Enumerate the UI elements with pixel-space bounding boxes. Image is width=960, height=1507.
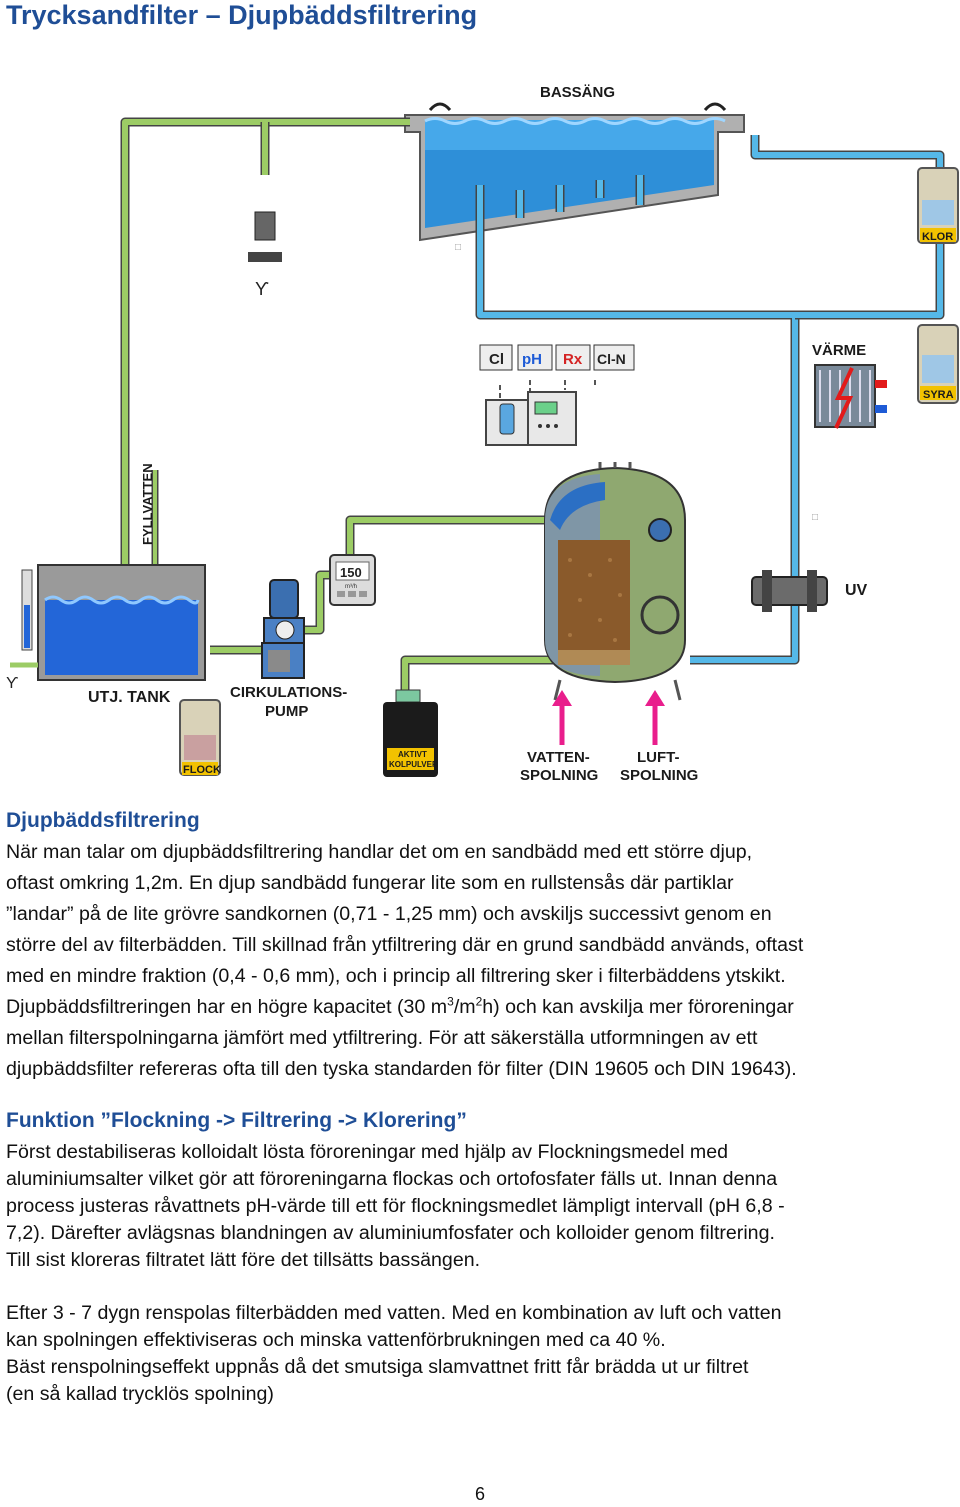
drain-valve: ϒ bbox=[248, 211, 282, 299]
backwash-inlets: VATTEN- SPOLNING LUFT- SPOLNING bbox=[520, 690, 698, 784]
water-flush-label-line2: SPOLNING bbox=[520, 767, 598, 784]
chlorine-container: KLOR bbox=[917, 167, 959, 244]
heat-exchanger: VÄRME bbox=[812, 342, 887, 429]
carbon-label-line1: AKTIVT bbox=[398, 750, 427, 759]
uv-unit: UV □ bbox=[751, 512, 868, 612]
text-line: När man talar om djupbäddsfiltrering han… bbox=[6, 841, 753, 863]
capacity-line: Djupbäddsfiltreringen har en högre kapac… bbox=[6, 994, 794, 1018]
sensor-rx-label: Rx bbox=[563, 351, 583, 368]
text-line: oftast omkring 1,2m. En djup sandbädd fu… bbox=[6, 872, 734, 894]
section2-paragraph-backwash: Efter 3 - 7 dygn renspolas filterbädden … bbox=[6, 1300, 958, 1408]
heat-label: VÄRME bbox=[812, 342, 866, 359]
pool: BASSÄNG □ bbox=[404, 84, 745, 253]
text-line: Till sist kloreras filtratet lätt före d… bbox=[6, 1249, 481, 1271]
water-treatment-controller: Cl pH Rx Cl-N bbox=[479, 344, 635, 446]
text-line: djupbäddsfilter refereras ofta till den … bbox=[6, 1058, 797, 1080]
activated-carbon-container: AKTIVT KOLPULVER bbox=[383, 689, 438, 777]
text-line: 7,2). Därefter avlägsnas blandningen av … bbox=[6, 1222, 775, 1244]
text-line: aluminiumsalter vilket gör att förorenin… bbox=[6, 1168, 778, 1190]
text-line: Bäst renspolningseffekt uppnås då det sm… bbox=[6, 1356, 749, 1378]
svg-text:ϒ: ϒ bbox=[255, 279, 269, 299]
flow-meter: 150 m³/h bbox=[329, 554, 376, 606]
text-line: ”landar” på de lite grövre sandkornen (0… bbox=[6, 903, 772, 925]
make-up-water-label: FYLLVATTEN bbox=[140, 463, 155, 545]
page-number: 6 bbox=[474, 1484, 485, 1504]
pipes bbox=[120, 117, 945, 690]
pool-label: BASSÄNG bbox=[540, 84, 615, 101]
balance-tank: ϒ UTJ. TANK FYLLVATTEN bbox=[6, 463, 206, 706]
text-line: (en så kallad trycklös spolning) bbox=[6, 1383, 274, 1405]
text-line: mellan filterspolningarna jämfört med yt… bbox=[6, 1027, 758, 1049]
flock-container: FLOCK bbox=[179, 699, 221, 776]
section-heading-function: Funktion ”Flockning -> Filtrering -> Klo… bbox=[6, 1109, 467, 1132]
chlorine-label: KLOR bbox=[922, 231, 953, 243]
water-flush-label-line1: VATTEN- bbox=[527, 749, 590, 766]
pump-label-line2: PUMP bbox=[265, 703, 308, 720]
section-heading-deep-bed: Djupbäddsfiltrering bbox=[6, 809, 200, 832]
circulation-pump: CIRKULATIONS- PUMP bbox=[230, 579, 347, 720]
section2-paragraph: Först destabiliseras kolloidalt lösta fö… bbox=[6, 1139, 958, 1274]
sensor-ph-label: pH bbox=[522, 351, 542, 368]
sensor-cl-label: Cl bbox=[489, 351, 504, 368]
air-flush-label-line1: LUFT- bbox=[637, 749, 680, 766]
sand-filter bbox=[544, 462, 686, 701]
text-line: Först destabiliseras kolloidalt lösta fö… bbox=[6, 1141, 729, 1163]
balance-tank-label: UTJ. TANK bbox=[88, 689, 171, 706]
text-line: Efter 3 - 7 dygn renspolas filterbädden … bbox=[6, 1302, 782, 1324]
flow-unit: m³/h bbox=[345, 584, 357, 590]
text-line: med en mindre fraktion (0,4 - 0,6 mm), o… bbox=[6, 965, 786, 987]
pool-filtration-diagram: BASSÄNG □ ϒ bbox=[6, 84, 959, 784]
air-flush-label-line2: SPOLNING bbox=[620, 767, 698, 784]
svg-text:ϒ: ϒ bbox=[6, 675, 19, 692]
flow-value: 150 bbox=[340, 565, 362, 580]
flock-label: FLOCK bbox=[183, 764, 221, 776]
text-line: större del av filterbädden. Till skillna… bbox=[6, 934, 804, 956]
text-line: process justeras råvattnets pH-värde til… bbox=[6, 1195, 785, 1217]
acid-label: SYRA bbox=[923, 389, 954, 401]
section1-paragraph: När man talar om djupbäddsfiltrering han… bbox=[6, 837, 958, 1085]
sensor-cln-label: Cl-N bbox=[597, 351, 626, 367]
acid-container: SYRA bbox=[917, 324, 959, 404]
svg-text:□: □ bbox=[455, 242, 461, 253]
page-title: Trycksandfilter – Djupbäddsfiltrering bbox=[6, 0, 478, 30]
carbon-label-line2: KOLPULVER bbox=[389, 760, 438, 769]
pump-label-line1: CIRKULATIONS- bbox=[230, 684, 347, 701]
text-line: kan spolningen effektiviseras och minska… bbox=[6, 1329, 666, 1351]
svg-text:□: □ bbox=[812, 512, 818, 523]
uv-label: UV bbox=[845, 582, 868, 599]
